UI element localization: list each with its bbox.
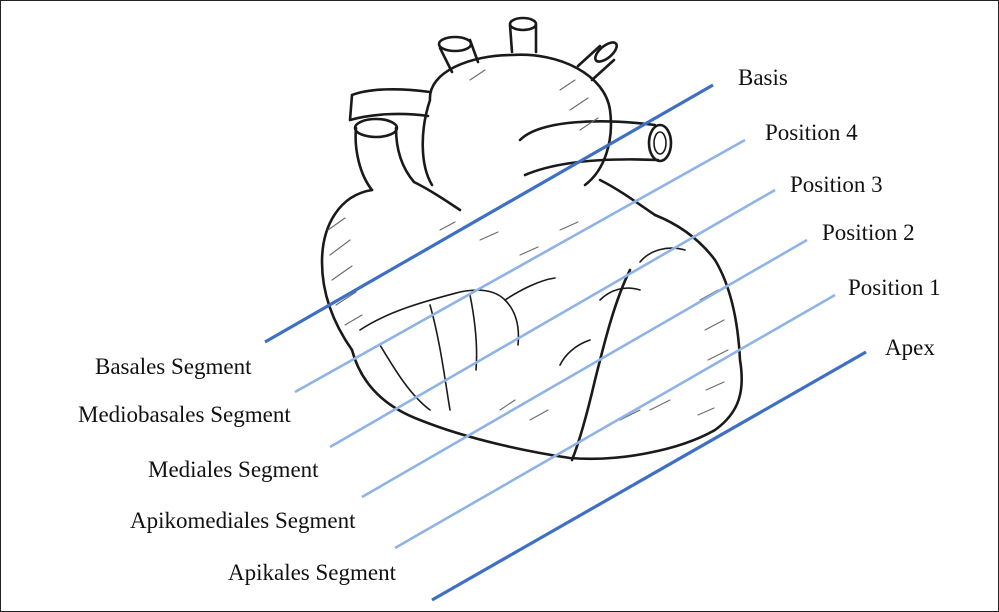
section-line-apex (432, 352, 866, 600)
brachiocephalic-trunk (440, 40, 478, 72)
label-apikales-segment: Apikales Segment (228, 560, 397, 585)
subclavian-opening (592, 39, 620, 65)
heart-illustration (322, 18, 742, 460)
hatching (328, 70, 728, 420)
aortic-arch (423, 55, 611, 185)
section-line-position-1 (395, 295, 835, 548)
label-apex: Apex (885, 335, 935, 360)
svc-opening (355, 119, 397, 137)
label-position-4: Position 4 (765, 120, 858, 145)
label-apikomediales-segment: Apikomediales Segment (130, 508, 356, 533)
section-line-position-4 (295, 140, 745, 392)
label-basales-segment: Basales Segment (95, 354, 252, 379)
left-margin (600, 180, 655, 215)
pulmonary-opening (649, 125, 671, 161)
label-basis: Basis (738, 65, 788, 90)
brachiocephalic-opening (439, 37, 471, 51)
pulmonary-band (350, 89, 430, 120)
carotid-opening (510, 18, 536, 30)
left-subclavian (578, 46, 614, 80)
atrial-appendage (414, 182, 460, 210)
pulmonary-opening-inner (654, 132, 666, 154)
section-line-position-3 (330, 190, 775, 447)
section-line-basis (265, 85, 713, 342)
label-position-2: Position 2 (822, 220, 915, 245)
label-position-1: Position 1 (848, 275, 941, 300)
label-position-3: Position 3 (790, 172, 883, 197)
marginal-artery (380, 278, 555, 410)
label-mediales-segment: Mediales Segment (148, 457, 319, 482)
label-mediobasales-segment: Mediobasales Segment (78, 402, 291, 427)
